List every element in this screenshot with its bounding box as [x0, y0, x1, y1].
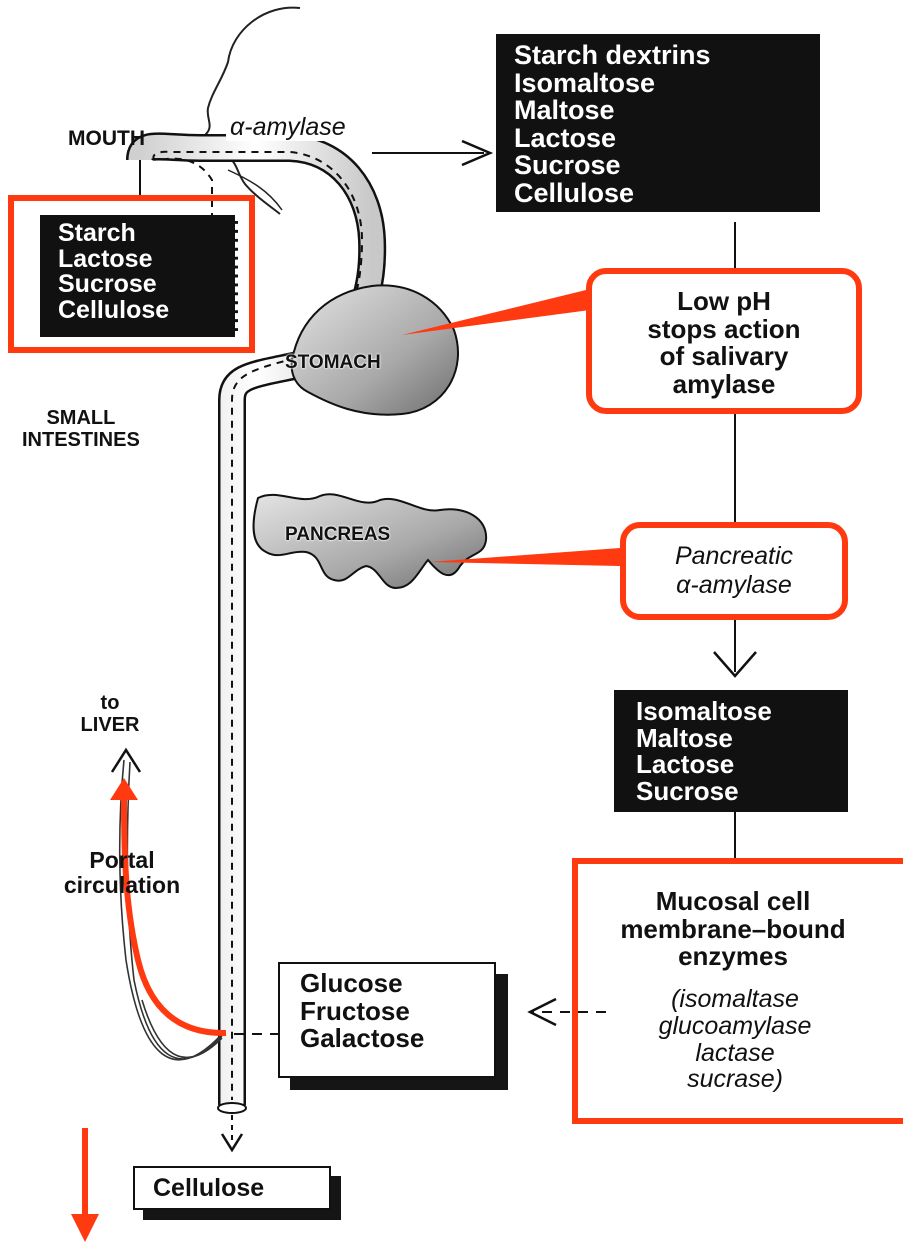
mouth-products-box: Starch dextrins Isomaltose Maltose Lacto…: [496, 34, 820, 212]
stomach-label: STOMACH: [285, 352, 381, 374]
excreted-cellulose-box: Cellulose: [133, 1166, 331, 1210]
to-liver-label: to LIVER: [60, 693, 160, 736]
portal-circulation-label: Portal circulation: [22, 848, 222, 898]
enzyme-list: (isomaltase glucoamylase lactase sucrase…: [572, 986, 898, 1093]
mouth-label: MOUTH: [68, 128, 145, 151]
mucosal-enzymes-text: Mucosal cell membrane–bound enzymes: [566, 888, 900, 971]
stomach-shape: [292, 285, 458, 414]
pancreatic-amylase-callout: Pancreatic α-amylase: [620, 522, 848, 620]
tube-end: [218, 1103, 246, 1113]
small-intestines-label: SMALL INTESTINES: [22, 408, 140, 451]
low-ph-callout: Low pH stops action of salivary amylase: [586, 268, 862, 414]
portal-arrow-red: [124, 800, 226, 1033]
mouth-sugars-box: Starch Lactose Sucrose Cellulose: [40, 215, 238, 337]
amylase-label: α-amylase: [226, 114, 350, 141]
monosaccharides-box: Glucose Fructose Galactose: [278, 962, 496, 1078]
pancreas-label: PANCREAS: [285, 524, 390, 546]
disaccharides-box: Isomaltose Maltose Lactose Sucrose: [614, 690, 848, 812]
